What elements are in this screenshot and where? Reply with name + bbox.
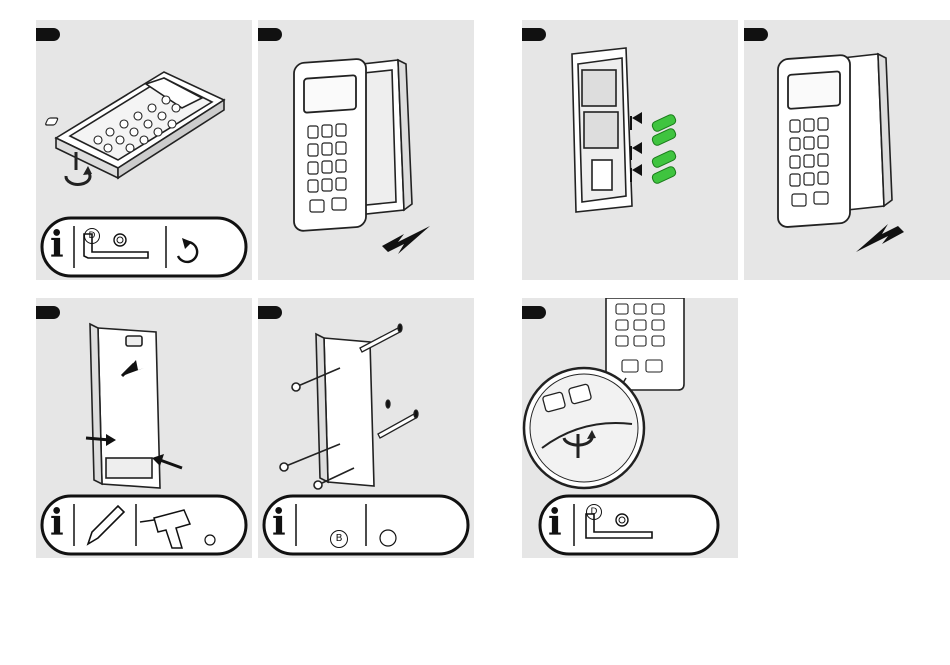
back-plate xyxy=(90,324,160,488)
back-plate xyxy=(316,334,374,486)
keypad-flat xyxy=(56,72,224,178)
step-4-illustration xyxy=(744,20,950,280)
step-2-panel xyxy=(258,20,474,280)
tool-marker-badge: D xyxy=(84,228,100,244)
detail-magnifier xyxy=(524,368,644,488)
keypad-keys xyxy=(45,118,58,125)
tool-marker-badge: D xyxy=(586,504,602,520)
step-1-illustration xyxy=(36,20,252,280)
step-7-info-bar xyxy=(540,496,718,554)
step-4-panel xyxy=(744,20,950,280)
step-7-panel: i D xyxy=(522,298,738,558)
step-2-illustration xyxy=(258,20,474,280)
step-6-info-bar xyxy=(264,496,468,554)
slide-arrow-icon xyxy=(382,226,430,254)
insert-arrows xyxy=(630,112,642,182)
info-icon: i xyxy=(50,224,64,266)
info-icon: i xyxy=(272,502,286,544)
step-5-info-bar xyxy=(42,496,246,554)
info-icon: i xyxy=(50,502,64,544)
step-5-panel: i xyxy=(36,298,252,558)
step-5-illustration xyxy=(36,298,252,558)
slide-arrow-icon xyxy=(856,224,904,252)
step-1-panel: i D xyxy=(36,20,252,280)
battery-housing xyxy=(572,48,632,212)
step-6-illustration xyxy=(258,298,474,558)
step-6-panel: i B xyxy=(258,298,474,558)
step-3-illustration xyxy=(522,20,738,280)
part-marker-badge: B xyxy=(330,530,348,548)
step-3-panel xyxy=(522,20,738,280)
info-icon: i xyxy=(548,502,562,544)
battery-icons xyxy=(651,113,677,184)
step-1-info-bar xyxy=(42,218,246,276)
